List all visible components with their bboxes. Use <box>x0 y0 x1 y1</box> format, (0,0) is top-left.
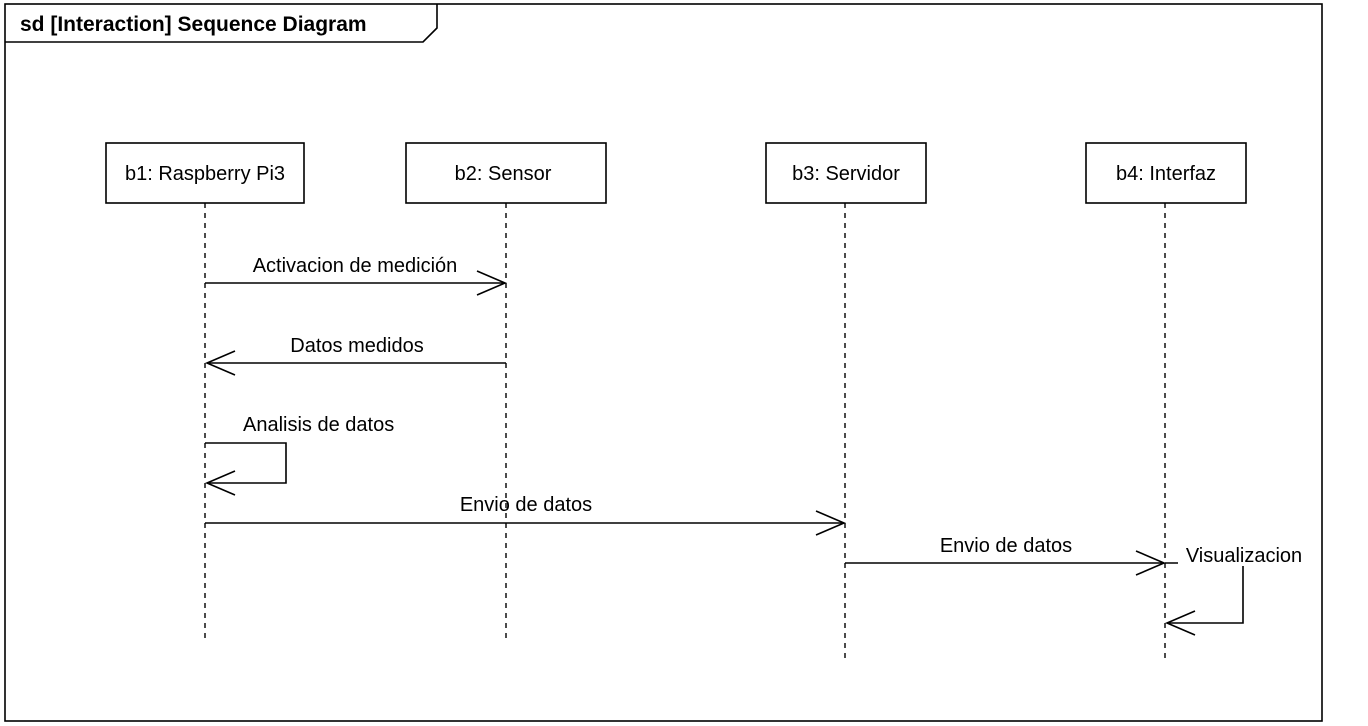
message-label: Activacion de medición <box>253 255 458 277</box>
lifeline-head-b3[interactable]: b3: Servidor <box>765 142 927 204</box>
lifeline-head-b2[interactable]: b2: Sensor <box>405 142 607 204</box>
open-arrow-icon <box>204 470 236 496</box>
frame-title-tab <box>5 4 438 43</box>
message-analisis-self[interactable]: Analisis de datos <box>204 414 394 496</box>
open-arrow-icon <box>204 350 236 376</box>
open-arrow-icon <box>815 510 847 536</box>
message-visualizacion-self[interactable]: Visualizacion <box>1164 540 1310 636</box>
message-label: Datos medidos <box>290 335 423 357</box>
message-activacion[interactable]: Activacion de medición <box>205 255 508 296</box>
message-label: Visualizacion <box>1186 545 1302 567</box>
message-label: Envio de datos <box>460 494 592 516</box>
lifeline-label-b3: b3: Servidor <box>792 163 900 185</box>
open-arrow-icon <box>1135 550 1167 576</box>
lifeline-head-b4[interactable]: b4: Interfaz <box>1085 142 1247 204</box>
open-arrow-icon <box>476 270 508 296</box>
message-label: Envio de datos <box>940 535 1072 557</box>
open-arrow-icon <box>1164 610 1196 636</box>
lifeline-label-b2: b2: Sensor <box>455 163 552 185</box>
frame-title: sd [Interaction] Sequence Diagram <box>20 13 367 36</box>
message-envio-servidor[interactable]: Envio de datos <box>205 494 847 536</box>
lifeline-label-b1: b1: Raspberry Pi3 <box>125 163 285 185</box>
message-envio-interfaz[interactable]: Envio de datos <box>845 535 1167 576</box>
lifeline-label-b4: b4: Interfaz <box>1116 163 1216 185</box>
message-datos-medidos[interactable]: Datos medidos <box>204 335 506 376</box>
message-label: Analisis de datos <box>243 414 394 436</box>
diagram-frame <box>4 3 1323 722</box>
lifeline-head-b1[interactable]: b1: Raspberry Pi3 <box>105 142 305 204</box>
